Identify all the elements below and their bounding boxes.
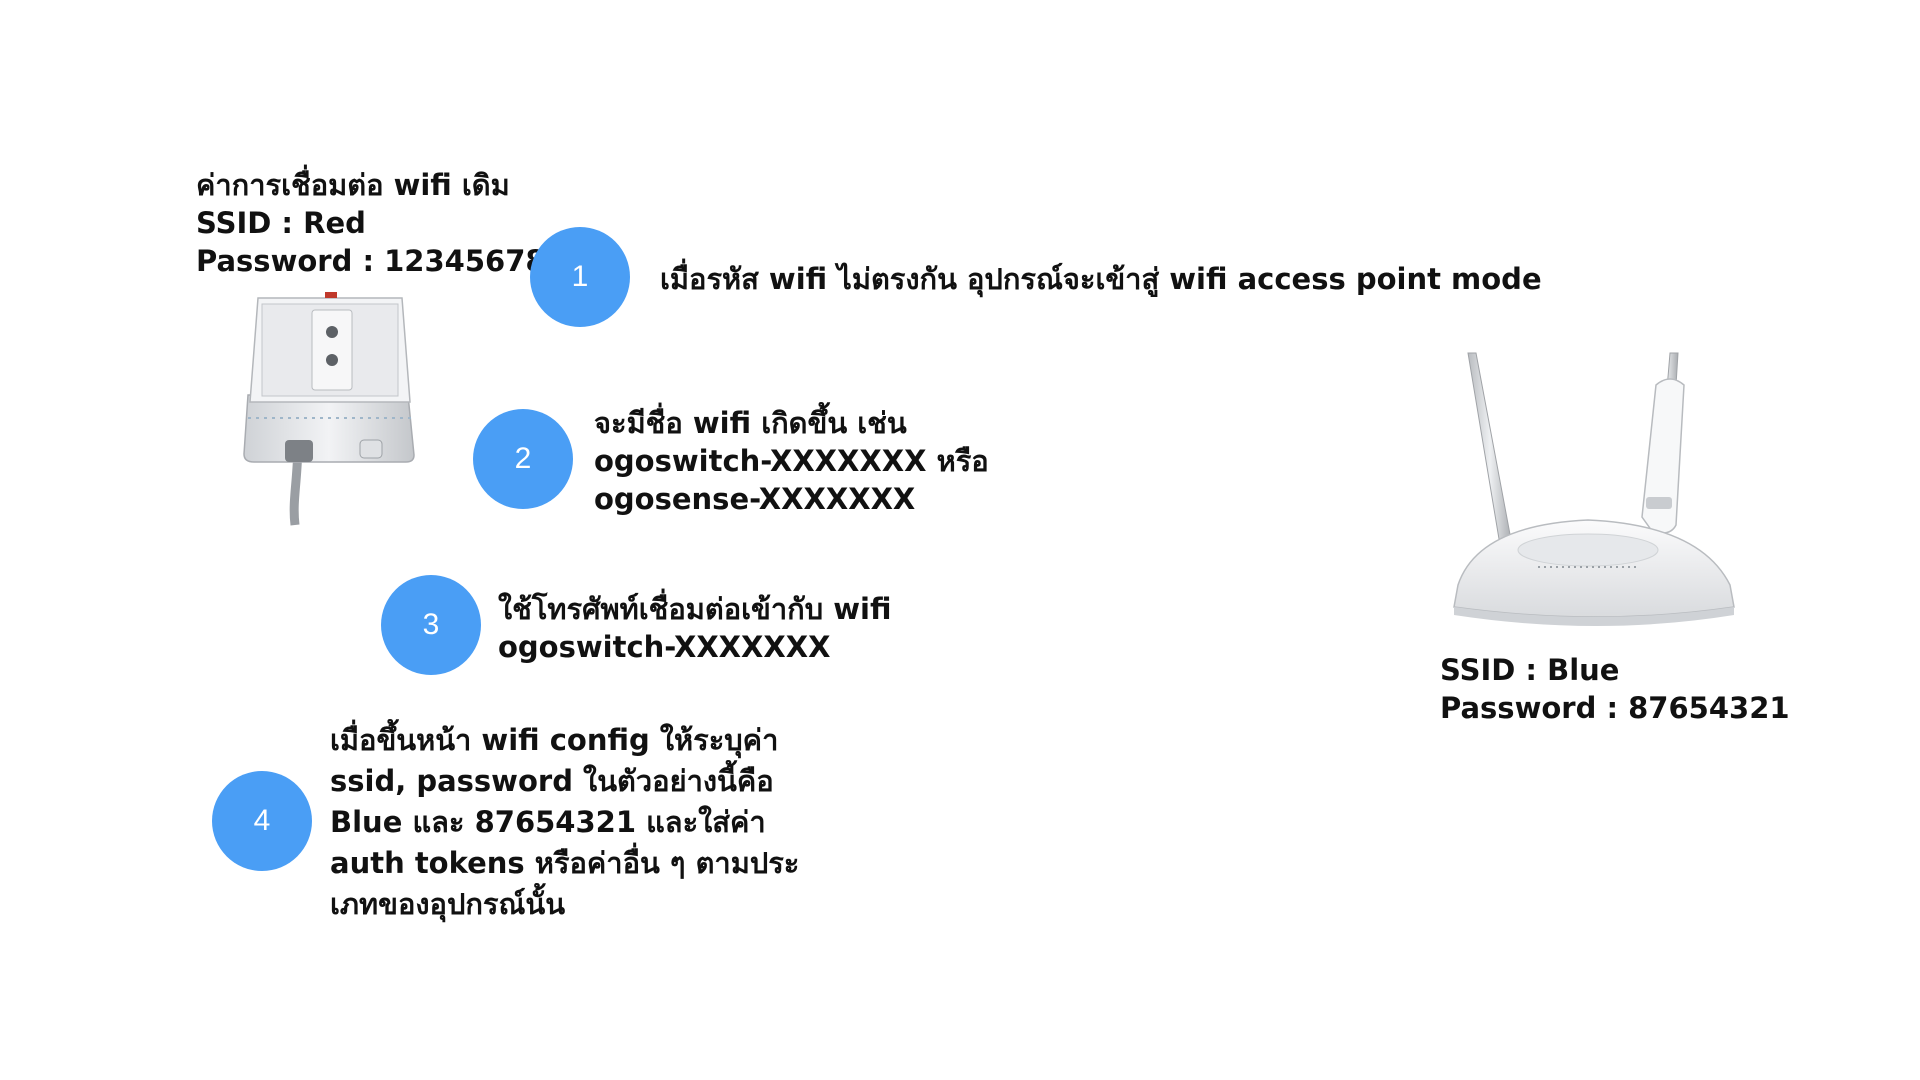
step-4-line: auth tokens หรือค่าอื่น ๆ ตามประ <box>330 846 800 880</box>
step-3-line: ใช้โทรศัพท์เชื่อมต่อเข้ากับ wifi <box>498 592 892 626</box>
device-settings-title: ค่าการเชื่อมต่อ wifi เดิม <box>196 168 510 202</box>
step-1-text: เมื่อรหัส wifi ไม่ตรงกัน อุปกรณ์จะเข้าสู… <box>660 260 1542 298</box>
step-2-line: จะมีชื่อ wifi เกิดขึ้น เช่น <box>594 406 907 440</box>
step-2-badge: 2 <box>473 409 573 509</box>
step-4-text: เมื่อขึ้นหน้า wifi config ให้ระบุค่า ssi… <box>330 720 799 925</box>
step-4-badge: 4 <box>212 771 312 871</box>
device-ssid: SSID : Red <box>196 206 366 240</box>
step-3-badge: 3 <box>381 575 481 675</box>
step-4-line: ssid, password ในตัวอย่างนี้คือ <box>330 764 774 798</box>
step-2-text: จะมีชื่อ wifi เกิดขึ้น เช่น ogoswitch-XX… <box>594 404 989 518</box>
router-password: Password : 87654321 <box>1440 691 1790 725</box>
device-password: Password : 12345678 <box>196 244 546 278</box>
step-3-line: ogoswitch-XXXXXXX <box>498 630 831 664</box>
device-settings-label: ค่าการเชื่อมต่อ wifi เดิม SSID : Red Pas… <box>196 166 546 280</box>
step-1-line: เมื่อรหัส wifi ไม่ตรงกัน อุปกรณ์จะเข้าสู… <box>660 262 1542 296</box>
step-4-line: เมื่อขึ้นหน้า wifi config ให้ระบุค่า <box>330 723 779 757</box>
router-settings-label: SSID : Blue Password : 87654321 <box>1440 651 1790 727</box>
router-ssid: SSID : Blue <box>1440 653 1620 687</box>
step-1-badge: 1 <box>530 227 630 327</box>
smart-switch-device-image <box>243 292 415 526</box>
step-4-line: เภทของอุปกรณ์นั้น <box>330 887 566 921</box>
step-4-line: Blue และ 87654321 และใส่ค่า <box>330 805 766 839</box>
step-3-text: ใช้โทรศัพท์เชื่อมต่อเข้ากับ wifi ogoswit… <box>498 590 891 666</box>
step-2-line: ogoswitch-XXXXXXX หรือ <box>594 444 989 478</box>
wifi-router-image <box>1453 352 1735 626</box>
step-2-line: ogosense-XXXXXXX <box>594 482 916 516</box>
